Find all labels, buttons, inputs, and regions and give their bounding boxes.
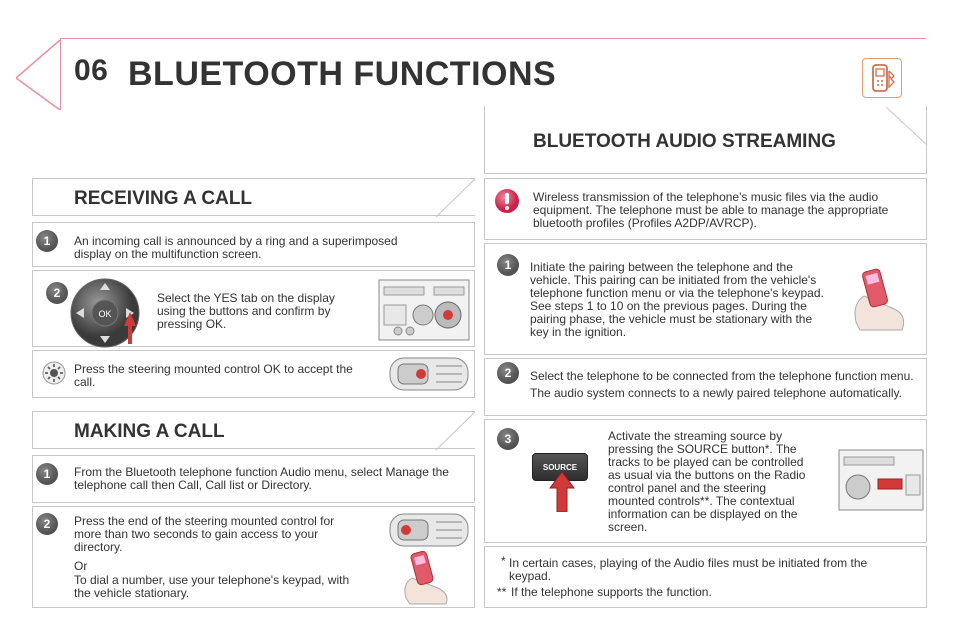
receiving-title-corner xyxy=(435,178,476,218)
step-badge: 2 xyxy=(497,362,519,384)
svg-text:OK: OK xyxy=(98,309,111,319)
making-title-box xyxy=(32,411,475,449)
bluetooth-phone-icon xyxy=(862,58,902,98)
step-badge: 1 xyxy=(36,230,58,252)
ok-control-pad-icon: OK xyxy=(70,278,140,348)
receiving-title-box xyxy=(32,178,475,216)
streaming-title-corner xyxy=(886,106,928,146)
receiving-step1-text: An incoming call is announced by a ring … xyxy=(74,234,398,261)
streaming-title-box xyxy=(484,106,927,174)
streaming-step1-text: Initiate the pairing between the telepho… xyxy=(530,260,824,339)
making-step1-box xyxy=(32,455,475,503)
making-step1-text: From the Bluetooth telephone function Au… xyxy=(74,465,449,492)
streaming-step3-text: Activate the streaming source by pressin… xyxy=(608,429,806,534)
streaming-warning-text: Wireless transmission of the telephone's… xyxy=(533,190,889,230)
streaming-title: BLUETOOTH AUDIO STREAMING xyxy=(533,131,836,152)
header-corner xyxy=(16,40,61,110)
exclamation-icon xyxy=(495,189,519,213)
streaming-step2-text: Select the telephone to be connected fro… xyxy=(530,369,914,383)
chapter-number: 06 xyxy=(74,54,109,87)
making-title-corner xyxy=(435,411,476,451)
footnote1-text: In certain cases, playing of the Audio f… xyxy=(509,556,868,583)
streaming-step2-box xyxy=(484,358,927,416)
footnotes-box xyxy=(484,546,927,608)
step-badge: 2 xyxy=(36,513,58,535)
streaming-step2-text2: The audio system connects to a newly pai… xyxy=(530,386,902,400)
arrow-up-icon xyxy=(549,472,575,512)
header-frame xyxy=(60,38,926,110)
receiving-step2-text: Select the YES tab on the display using … xyxy=(157,291,335,331)
steering-control-image xyxy=(389,513,469,547)
footnote1-mark: * xyxy=(501,554,506,568)
step-badge: 1 xyxy=(36,463,58,485)
streaming-warning-box xyxy=(484,178,927,240)
radio-panel-image xyxy=(838,449,924,511)
hand-phone-image xyxy=(854,268,905,331)
sun-icon xyxy=(42,361,66,385)
streaming-step1-box xyxy=(484,243,927,355)
footnote2-mark: ** xyxy=(497,585,507,599)
steering-control-image xyxy=(389,357,469,391)
step-badge: 3 xyxy=(497,428,519,450)
making-title: MAKING A CALL xyxy=(74,421,225,442)
receiving-title: RECEIVING A CALL xyxy=(74,188,253,209)
footnote2-text: If the telephone supports the function. xyxy=(511,585,712,599)
receiving-tip-text: Press the steering mounted control OK to… xyxy=(74,362,353,389)
step-badge: 1 xyxy=(497,254,519,276)
source-button-label: SOURCE xyxy=(542,463,578,472)
page-title: BLUETOOTH FUNCTIONS xyxy=(128,55,557,93)
making-step2-alt: To dial a number, use your telephone's k… xyxy=(74,573,350,600)
hand-phone-image xyxy=(404,550,448,605)
making-step2-or: Or xyxy=(74,559,88,573)
radio-panel-image xyxy=(378,279,470,341)
receiving-step1-box xyxy=(32,222,475,267)
making-step2-text: Press the end of the steering mounted co… xyxy=(74,514,335,554)
step-badge: 2 xyxy=(46,282,68,304)
